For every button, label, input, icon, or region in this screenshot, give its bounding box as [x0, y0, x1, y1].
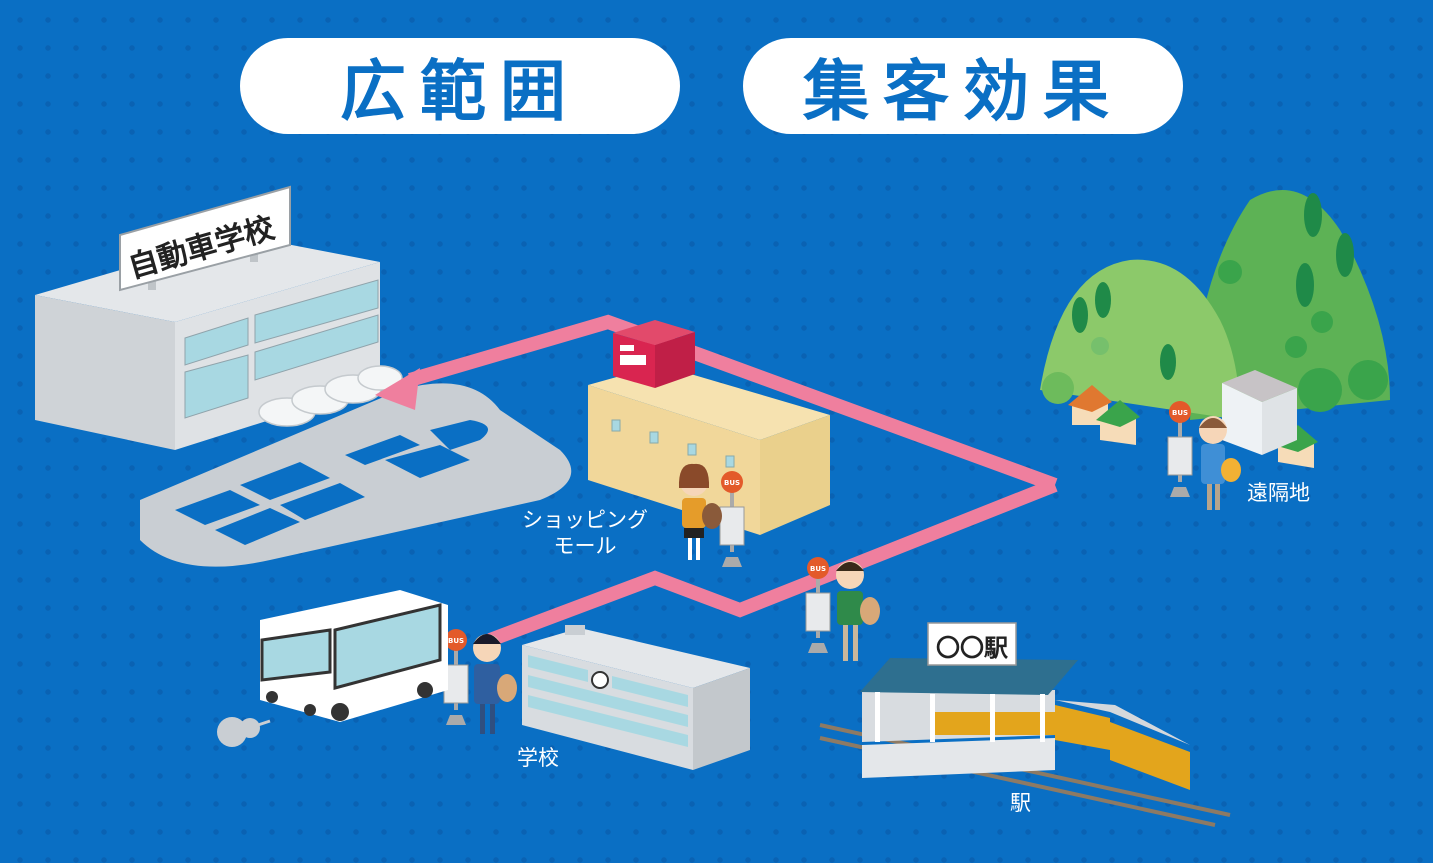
- people: [473, 416, 1241, 734]
- person-mall: [678, 463, 722, 560]
- heading-wide-area: 広範囲: [240, 38, 680, 134]
- bus-stop-label: BUS: [724, 479, 740, 487]
- school-label: 学校: [517, 746, 559, 770]
- heading-wide-area-text: 広範囲: [340, 53, 580, 130]
- shopping-mall-label: ショッピング モール: [520, 507, 650, 559]
- person-school: [473, 634, 517, 734]
- person-station: [836, 561, 880, 661]
- shopping-mall-label-line1: ショッピング: [522, 508, 648, 532]
- person-remote: [1199, 416, 1241, 510]
- houses: [1068, 370, 1318, 468]
- bus: [217, 590, 448, 747]
- shopping-mall-label-line2: モール: [553, 534, 617, 558]
- station-sign: 〇〇駅: [936, 634, 1008, 662]
- parked-cars: [258, 365, 403, 427]
- shopping-mall-building: [588, 320, 830, 535]
- train-station: [819, 622, 1231, 827]
- driving-school-building: [35, 185, 380, 450]
- remote-area-label: 遠隔地: [1247, 481, 1310, 505]
- bus-stop-label: BUS: [810, 565, 826, 573]
- driving-course: [140, 383, 572, 567]
- bus-stop-label: BUS: [448, 637, 464, 645]
- heading-customer-attraction: 集客効果: [743, 38, 1183, 134]
- route-arrowhead: [375, 368, 420, 410]
- heading-customer-attraction-text: 集客効果: [803, 53, 1123, 130]
- school-building: [522, 625, 750, 770]
- bus-stop-label: BUS: [1172, 409, 1188, 417]
- station-label: 駅: [1010, 791, 1031, 815]
- mountains: [1040, 190, 1390, 420]
